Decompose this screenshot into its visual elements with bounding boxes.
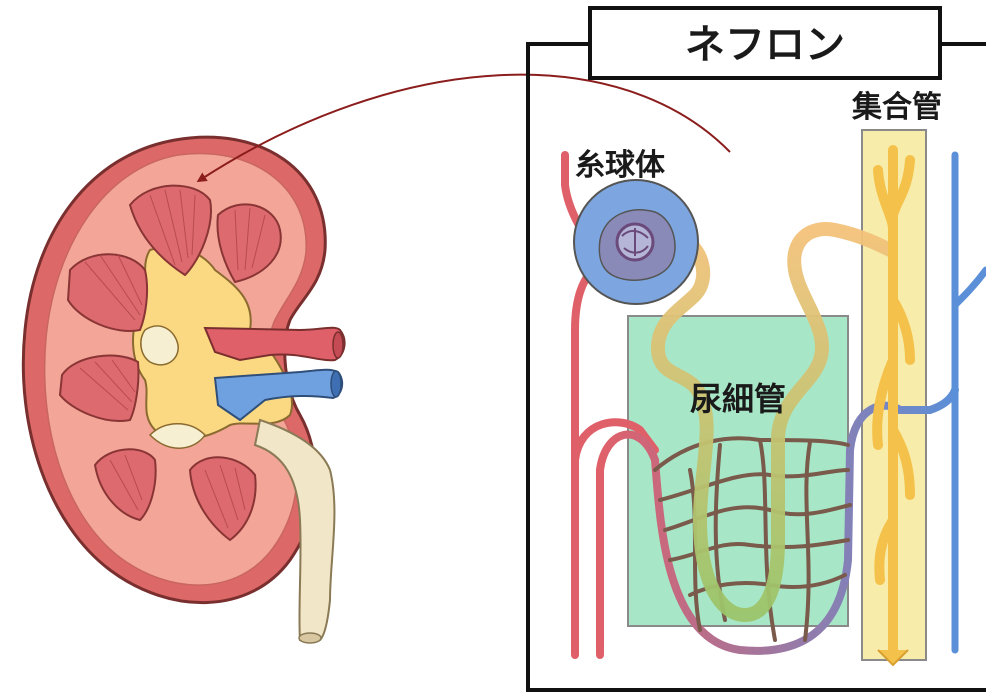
nephron-panel: ネフロン xyxy=(528,8,986,690)
glomerulus-label: 糸球体 xyxy=(575,148,666,183)
collecting-duct-label: 集合管 xyxy=(851,90,942,125)
kidney-cross-section-icon xyxy=(23,137,344,643)
vein-vessel xyxy=(955,155,986,650)
renal-tubule-label: 尿細管 xyxy=(690,380,786,418)
page-title: ネフロン xyxy=(685,22,845,68)
renal-artery xyxy=(205,328,345,360)
